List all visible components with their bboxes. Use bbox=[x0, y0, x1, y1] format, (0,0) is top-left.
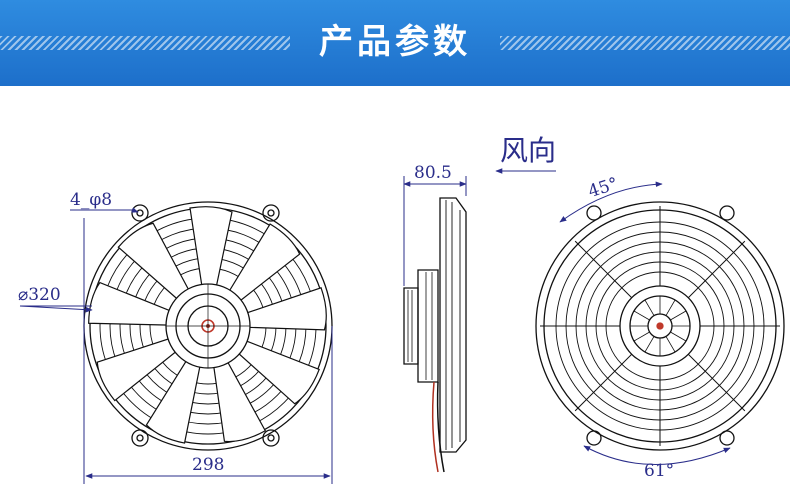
bottom-angle-label: 61° bbox=[644, 461, 674, 481]
width-dimension-label: 298 bbox=[192, 455, 224, 475]
page-title: 产品参数 bbox=[319, 22, 471, 62]
front-view bbox=[83, 201, 333, 451]
banner-stripe-right bbox=[500, 36, 790, 50]
header-banner: 产品参数 bbox=[0, 0, 790, 86]
hole-dimension-label: 4_φ8 bbox=[70, 190, 112, 210]
side-dimensions bbox=[403, 168, 556, 286]
airflow-direction-label: 风向 bbox=[500, 134, 556, 167]
back-view bbox=[535, 201, 785, 451]
side-view bbox=[403, 197, 467, 473]
back-hub-ribs bbox=[630, 296, 690, 356]
diameter-dimension-label: ⌀320 bbox=[18, 285, 61, 305]
back-spokes bbox=[540, 206, 780, 446]
back-dimensions bbox=[559, 181, 731, 465]
front-dimensions bbox=[19, 207, 333, 484]
top-angle-label: 45° bbox=[586, 174, 621, 202]
depth-dimension-label: 80.5 bbox=[414, 163, 452, 183]
banner-stripe-left bbox=[0, 36, 290, 50]
mounting-ears bbox=[131, 204, 280, 447]
